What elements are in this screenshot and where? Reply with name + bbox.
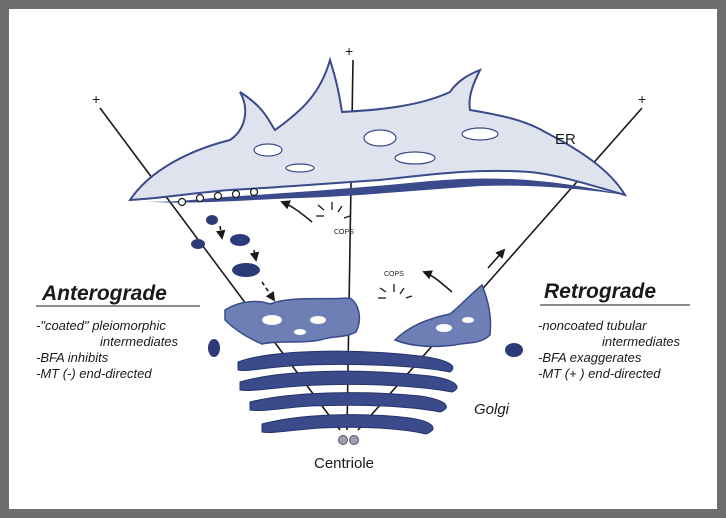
plus-right: + — [638, 91, 646, 107]
transport-arrows — [220, 202, 504, 300]
anterograde-item-3: -BFA inhibits — [36, 350, 109, 365]
retrograde-title: Retrograde — [544, 280, 656, 303]
cops-fragments — [316, 202, 412, 298]
anterograde-item-4: -MT (-) end-directed — [36, 366, 152, 381]
golgi-label: Golgi — [474, 401, 510, 418]
plus-center: + — [345, 43, 353, 59]
retrograde-item-3: -BFA exaggerates — [538, 350, 642, 365]
golgi-stack — [238, 351, 457, 434]
centriole-label: Centriole — [314, 455, 374, 472]
cops-label-lower: COPS — [384, 271, 404, 278]
centriole — [339, 436, 359, 445]
plus-left: + — [92, 91, 100, 107]
anterograde-item-1: -"coated" pleiomorphic — [36, 318, 166, 333]
cops-label-upper: COPS — [334, 229, 354, 236]
golgi-network-right — [395, 285, 491, 346]
retrograde-item-1: -noncoated tubular — [538, 318, 647, 333]
anterograde-item-2: intermediates — [100, 334, 179, 349]
er-shape — [130, 60, 625, 206]
anterograde-title: Anterograde — [41, 282, 167, 305]
er-label: ER — [555, 131, 576, 148]
golgi-network-left — [225, 298, 359, 344]
retrograde-item-4: -MT (+ ) end-directed — [538, 366, 661, 381]
retrograde-item-2: intermediates — [602, 334, 681, 349]
